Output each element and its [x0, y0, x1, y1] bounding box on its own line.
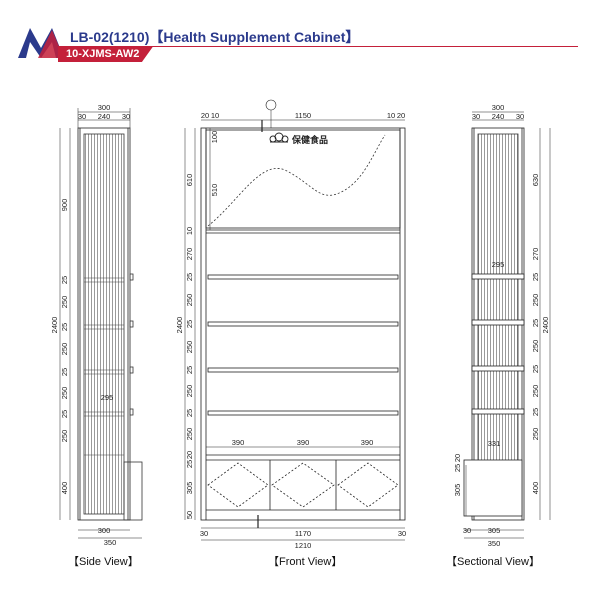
- sect-v-dim-5: 25: [531, 319, 540, 327]
- front-v-dim-11: 250: [185, 385, 194, 398]
- front-v-dim-6: 25: [185, 273, 194, 281]
- sect-bottom-dim-1: 305: [488, 526, 501, 535]
- side-dim-left: 30: [78, 112, 86, 121]
- front-drawer-dim-0: 390: [232, 438, 245, 447]
- side-dim-v-9: 250: [60, 430, 69, 443]
- side-dim-v-8: 25: [60, 410, 69, 418]
- sect-v-dim-12: 25: [453, 464, 462, 472]
- side-dim-v-1: 2400: [50, 317, 59, 334]
- front-v-dim-4: 10: [185, 227, 194, 235]
- sect-bottom-dim-2: 350: [488, 539, 501, 548]
- side-view-shelves: [84, 277, 124, 456]
- sect-v-dim-11: 20: [453, 454, 462, 462]
- front-bottom-dim-0: 30: [200, 529, 208, 538]
- front-top-dim-0: 20: [201, 111, 209, 120]
- front-v-dim-12: 25: [185, 409, 194, 417]
- front-top-dim-2: 1150: [295, 111, 311, 120]
- sect-top-dim-0: 300: [492, 103, 505, 112]
- drawer-section: [206, 460, 400, 511]
- sect-v-dim-7: 25: [531, 365, 540, 373]
- front-v-dim-10: 25: [185, 366, 194, 374]
- front-v-dim-7: 250: [185, 294, 194, 307]
- sign-curve: [207, 134, 386, 227]
- sect-inner-dim-0: 295: [492, 260, 505, 269]
- side-dim-mid: 240: [98, 112, 111, 121]
- title-underline: [68, 46, 578, 47]
- front-v-dim-3: 510: [210, 184, 219, 197]
- side-dim-right: 30: [122, 112, 130, 121]
- sect-top-dim-1: 30: [472, 112, 480, 121]
- front-bottom-dim-2: 30: [398, 529, 406, 538]
- side-view-hooks: [129, 273, 134, 416]
- front-bottom-dim-3: 1210: [295, 541, 312, 550]
- sect-v-dim-3: 25: [531, 273, 540, 281]
- sect-v-dim-1: 2400: [541, 317, 550, 334]
- side-view-caption: 【Side View】: [68, 556, 139, 568]
- top-marker: [265, 99, 277, 111]
- side-dim-v-0: 900: [60, 199, 69, 212]
- front-view-outline: [200, 127, 406, 521]
- front-v-dim-8: 25: [185, 320, 194, 328]
- sect-top-dim-2: 240: [492, 112, 505, 121]
- sect-v-dim-14: 400: [531, 482, 540, 495]
- front-sign-text: 保健食品: [291, 134, 328, 145]
- side-dim-v-5: 250: [60, 343, 69, 356]
- side-view-rib-panel: [83, 133, 125, 515]
- front-top-dim-3: 10: [387, 111, 395, 120]
- sect-v-dim-8: 250: [531, 385, 540, 398]
- sect-top-dim-3: 30: [516, 112, 524, 121]
- sectional-shelves: [471, 273, 525, 415]
- front-shelves: [206, 229, 400, 461]
- side-view-base: [123, 461, 143, 521]
- page-title: LB-02(1210)【Health Supplement Cabinet】: [70, 29, 360, 45]
- front-v-dim-2: 610: [185, 174, 194, 187]
- side-dim-bottom-total: 350: [104, 538, 117, 547]
- side-dim-v-6: 25: [60, 368, 69, 376]
- sectional-view-caption: 【Sectional View】: [446, 556, 540, 568]
- front-v-dim-14: 20: [185, 451, 194, 459]
- sect-v-dim-9: 25: [531, 408, 540, 416]
- front-top-dim-1: 10: [211, 111, 219, 120]
- front-v-dim-0: 2400: [175, 317, 184, 334]
- side-dim-v-3: 250: [60, 296, 69, 309]
- sect-v-dim-0: 630: [531, 174, 540, 187]
- front-v-dim-16: 305: [185, 482, 194, 495]
- side-dim-inner: 295: [101, 393, 114, 402]
- front-drawer-dim-2: 390: [361, 438, 374, 447]
- sect-inner-dim-1: 331: [488, 439, 501, 448]
- sect-v-dim-10: 250: [531, 428, 540, 441]
- sect-bottom-dim-0: 30: [463, 526, 471, 535]
- sect-v-dim-6: 250: [531, 340, 540, 353]
- front-v-dim-9: 250: [185, 341, 194, 354]
- side-dim-width: 300: [98, 103, 111, 112]
- front-v-dim-5: 270: [185, 248, 194, 261]
- front-bottom-dim-1: 1170: [295, 529, 311, 538]
- side-dim-v-4: 25: [60, 323, 69, 331]
- front-v-dim-17: 50: [185, 511, 194, 519]
- front-view: [184, 99, 406, 541]
- side-dim-bottom: 300: [98, 526, 111, 535]
- product-code-badge: 10-XJMS-AW2: [58, 46, 154, 62]
- front-top-dim-4: 20: [397, 111, 405, 120]
- front-v-dim-1: 100: [210, 131, 219, 144]
- brand-logo-icon: [18, 28, 64, 58]
- sectional-view: [463, 111, 551, 539]
- side-dim-v-2: 25: [60, 276, 69, 284]
- sect-v-dim-4: 250: [531, 294, 540, 307]
- sign-board: [205, 129, 401, 229]
- front-view-caption: 【Front View】: [268, 556, 343, 568]
- front-drawer-dim-1: 390: [297, 438, 310, 447]
- sect-v-dim-2: 270: [531, 248, 540, 261]
- side-view: [59, 108, 143, 539]
- cloud-logo: [269, 132, 289, 143]
- header: LB-02(1210)【Health Supplement Cabinet】 1…: [0, 0, 600, 70]
- side-dim-v-10: 400: [60, 482, 69, 495]
- front-v-dim-15: 25: [185, 460, 194, 468]
- sect-v-dim-13: 305: [453, 484, 462, 497]
- side-dim-v-7: 250: [60, 387, 69, 400]
- sectional-base: [463, 459, 523, 517]
- front-v-dim-13: 250: [185, 428, 194, 441]
